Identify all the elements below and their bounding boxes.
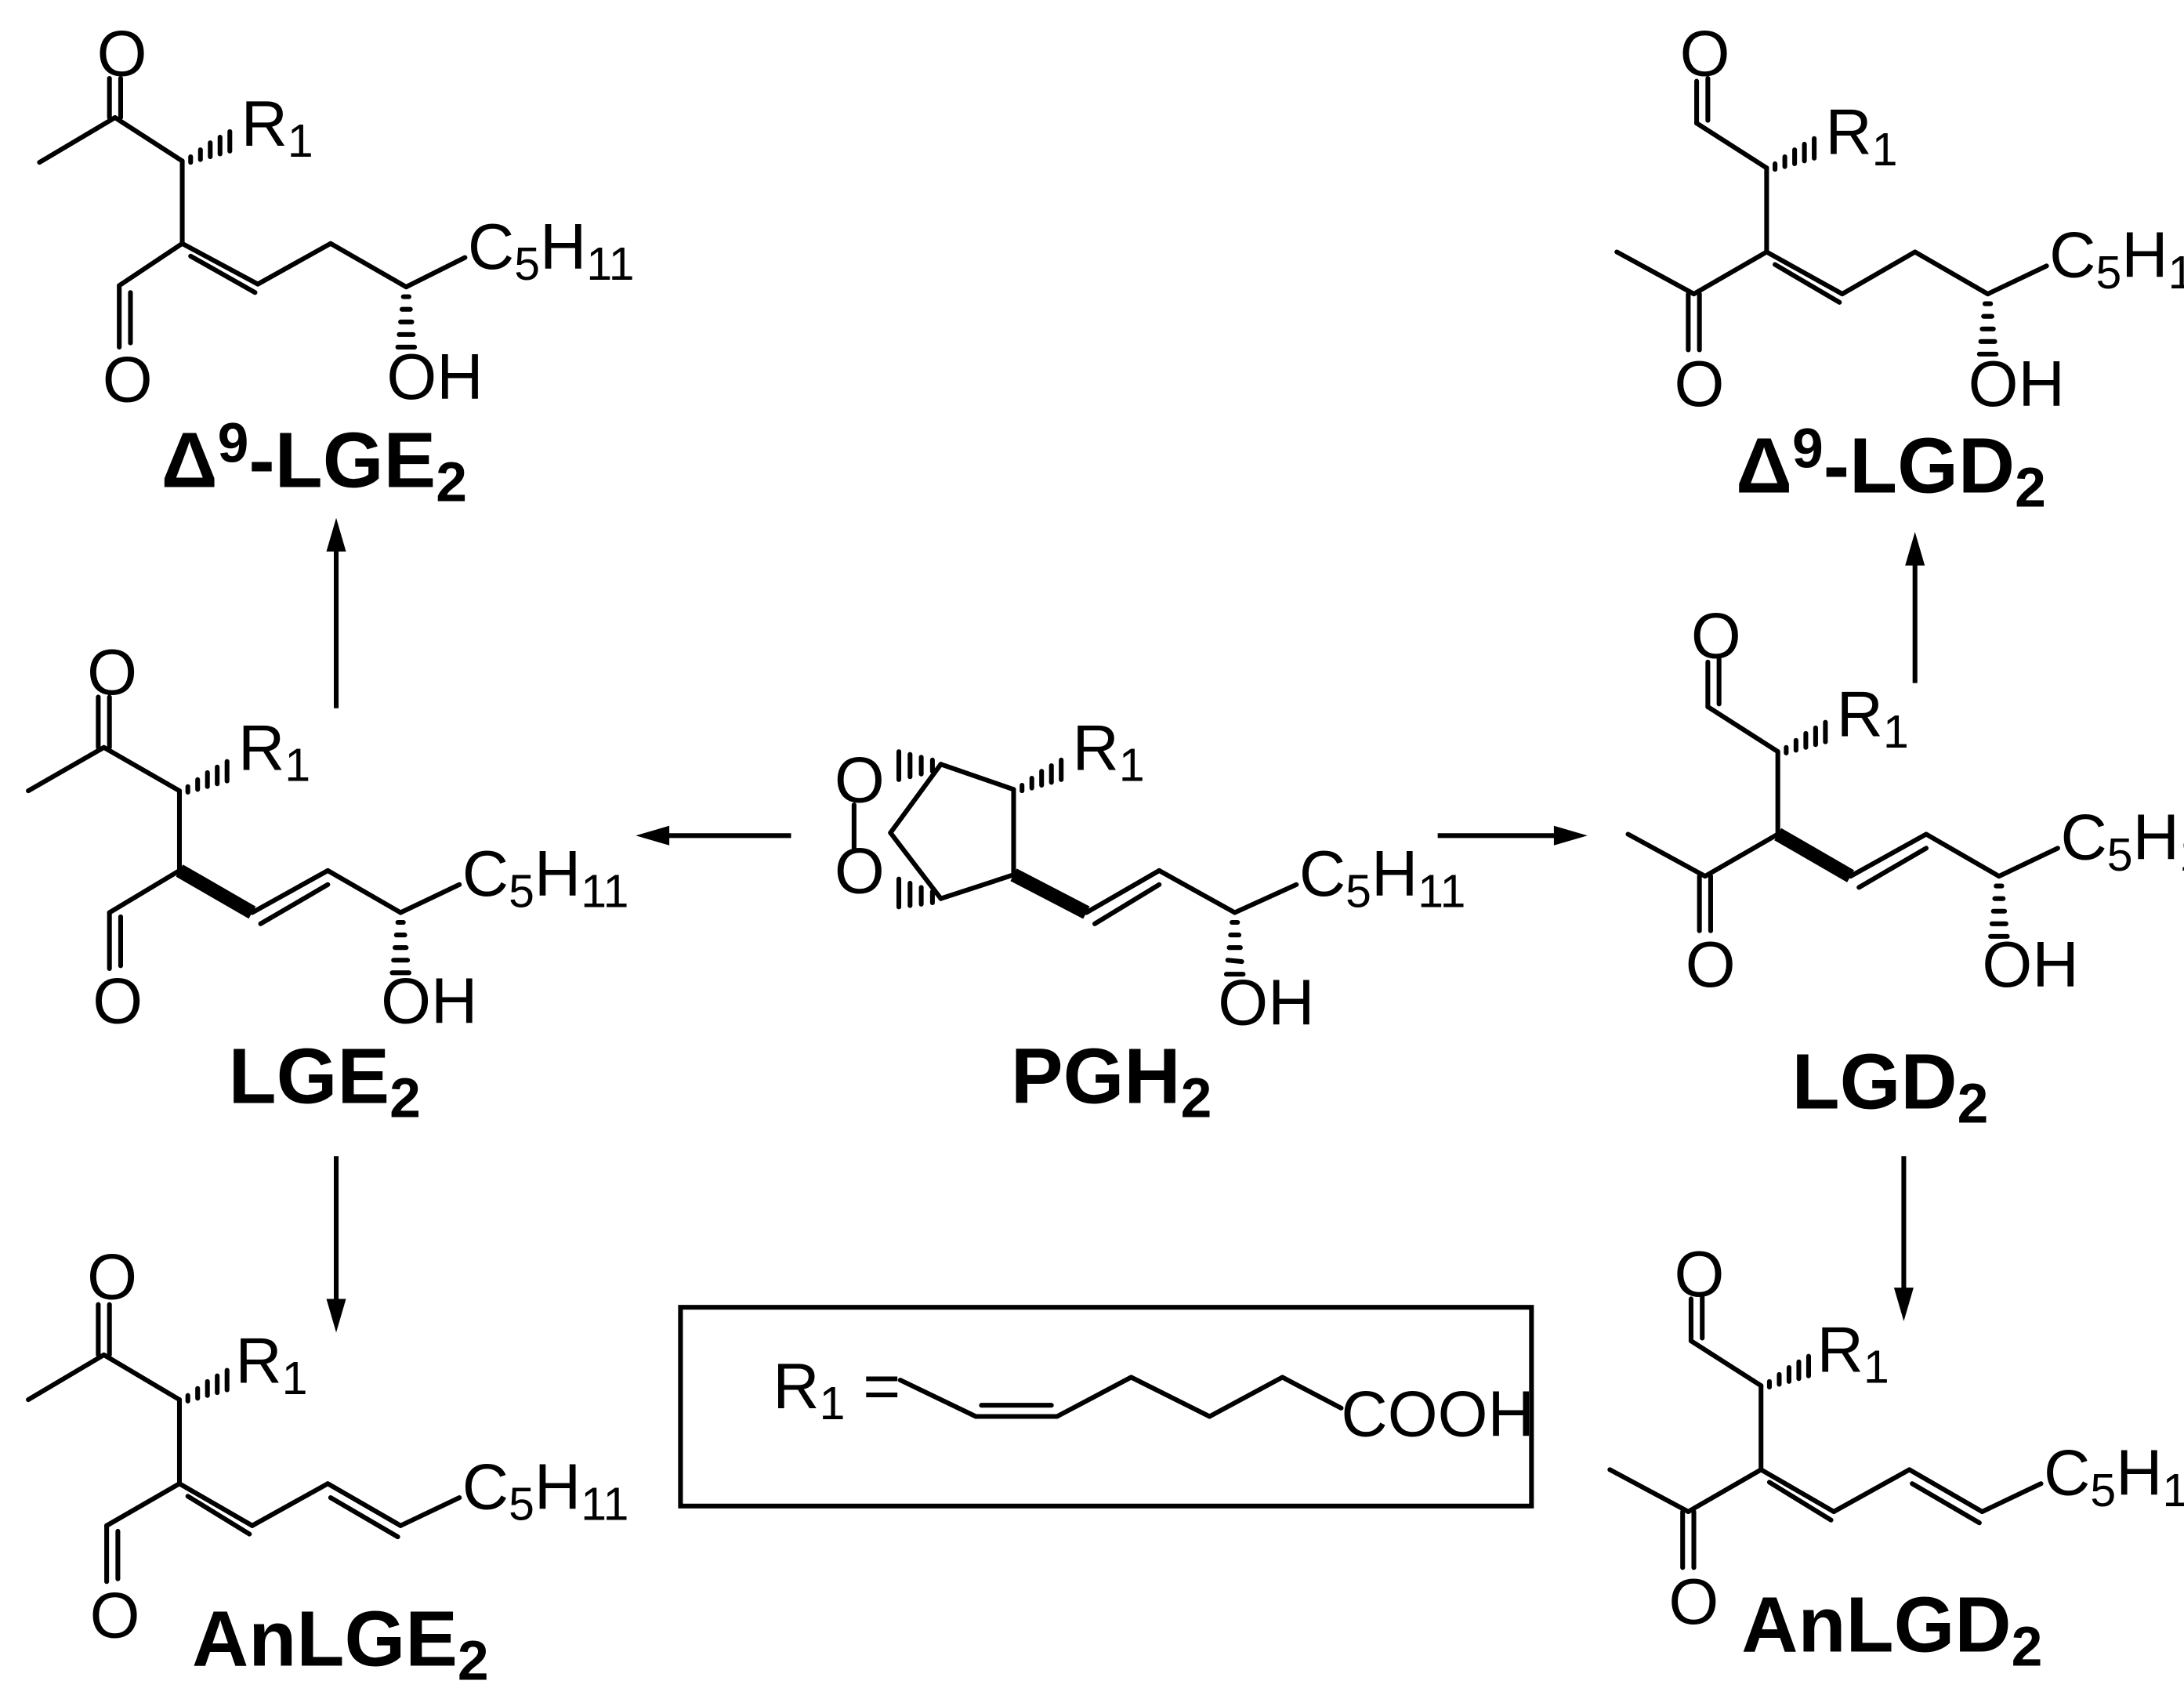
hashed-wedge xyxy=(389,919,411,976)
r1-legend-label: R1 = xyxy=(773,1351,900,1429)
c5h11-label: C5H11 xyxy=(462,839,629,917)
structure-anlge2: O O R1 C5H11 xyxy=(26,1241,629,1652)
oxygen-label: O xyxy=(90,1581,140,1652)
arrow-pgh2-to-lge2 xyxy=(636,825,791,846)
structure-anlgd2: O O R1 C5H11 xyxy=(1607,1239,2184,1638)
arrow-lge2-to-d9-lge2 xyxy=(326,517,346,708)
structure-pgh2: O O OH R1 C5H11 xyxy=(835,712,1466,1038)
oxygen-label: O xyxy=(1691,600,1741,672)
hashed-wedge xyxy=(1766,1353,1812,1390)
compound-name-d9-lgd2: Δ9-LGD2 xyxy=(1736,418,2046,520)
r1-definition-box: R1 = COOH xyxy=(678,1305,1534,1509)
hydroxyl-label: OH xyxy=(1968,349,2065,420)
oxygen-label: O xyxy=(103,345,153,416)
c5h11-label: C5H11 xyxy=(2044,1438,2184,1516)
hashed-wedge xyxy=(1976,301,1999,357)
oxygen-label: O xyxy=(1686,929,1736,1001)
oxygen-label: O xyxy=(1680,18,1730,89)
structure-d9-lgd2: O O OH R1 C5H11 xyxy=(1614,18,2184,420)
hashed-wedge xyxy=(188,129,233,165)
compound-name-pgh2: PGH2 xyxy=(1011,1032,1212,1129)
oxygen-label: O xyxy=(87,637,137,708)
r1-label: R1 xyxy=(1072,712,1144,791)
oxygen-label: O xyxy=(1675,349,1725,420)
arrow-lgd2-to-d9-lgd2 xyxy=(1905,531,1925,683)
hashed-wedge xyxy=(1988,883,2010,939)
structure-d9-lge2: O O OH R1 C5H11 xyxy=(37,18,635,416)
hashed-wedge xyxy=(185,1367,230,1404)
compound-name-d9-lge2: Δ9-LGE2 xyxy=(161,411,467,513)
hashed-wedge xyxy=(185,759,230,795)
r1-label: R1 xyxy=(235,1326,307,1404)
oxygen-label: O xyxy=(1675,1239,1725,1310)
compound-name-lge2: LGE2 xyxy=(228,1032,420,1129)
hashed-wedge xyxy=(1773,136,1817,172)
arrow-lge2-to-anlge2 xyxy=(326,1156,346,1333)
oxygen-label: O xyxy=(97,18,147,89)
hashed-wedge xyxy=(896,876,935,910)
hashed-wedge xyxy=(395,294,418,350)
hashed-wedge xyxy=(1784,719,1828,755)
oxygen-label: O xyxy=(92,966,143,1038)
c5h11-label: C5H11 xyxy=(468,212,635,290)
compound-name-anlgd2: AnLGD2 xyxy=(1741,1581,2042,1679)
c5h11-label: C5H11 xyxy=(1299,839,1466,917)
oxygen-label: O xyxy=(87,1241,137,1313)
r1-label: R1 xyxy=(241,89,313,167)
hydroxyl-label: OH xyxy=(386,342,483,413)
oxygen-label: O xyxy=(835,744,885,816)
compound-name-lgd2: LGD2 xyxy=(1792,1038,1989,1136)
r1-label: R1 xyxy=(238,712,310,791)
r1-label: R1 xyxy=(1817,1314,1889,1393)
arrow-lgd2-to-anlgd2 xyxy=(1893,1156,1914,1322)
r1-label: R1 xyxy=(1825,96,1897,175)
hashed-wedge xyxy=(1020,757,1064,794)
structure-lge2: O O OH R1 C5H11 xyxy=(26,637,629,1038)
hydroxyl-label: OH xyxy=(381,966,477,1038)
oxygen-label: O xyxy=(1668,1567,1719,1638)
structure-lgd2: O O OH R1 C5H11 xyxy=(1625,600,2184,1001)
hydroxyl-label: OH xyxy=(1982,929,2078,1001)
compound-name-anlge2: AnLGE2 xyxy=(192,1595,489,1688)
c5h11-label: C5H11 xyxy=(2060,802,2184,881)
r1-label: R1 xyxy=(1837,679,1909,757)
hashed-wedge xyxy=(1223,919,1246,977)
hydroxyl-label: OH xyxy=(1218,967,1314,1038)
cooh-label: COOH xyxy=(1341,1379,1534,1451)
hashed-wedge xyxy=(896,749,935,782)
oxygen-label: O xyxy=(835,836,885,907)
arrow-pgh2-to-lgd2 xyxy=(1437,825,1588,846)
c5h11-label: C5H11 xyxy=(462,1451,629,1530)
c5h11-label: C5H11 xyxy=(2049,220,2184,299)
